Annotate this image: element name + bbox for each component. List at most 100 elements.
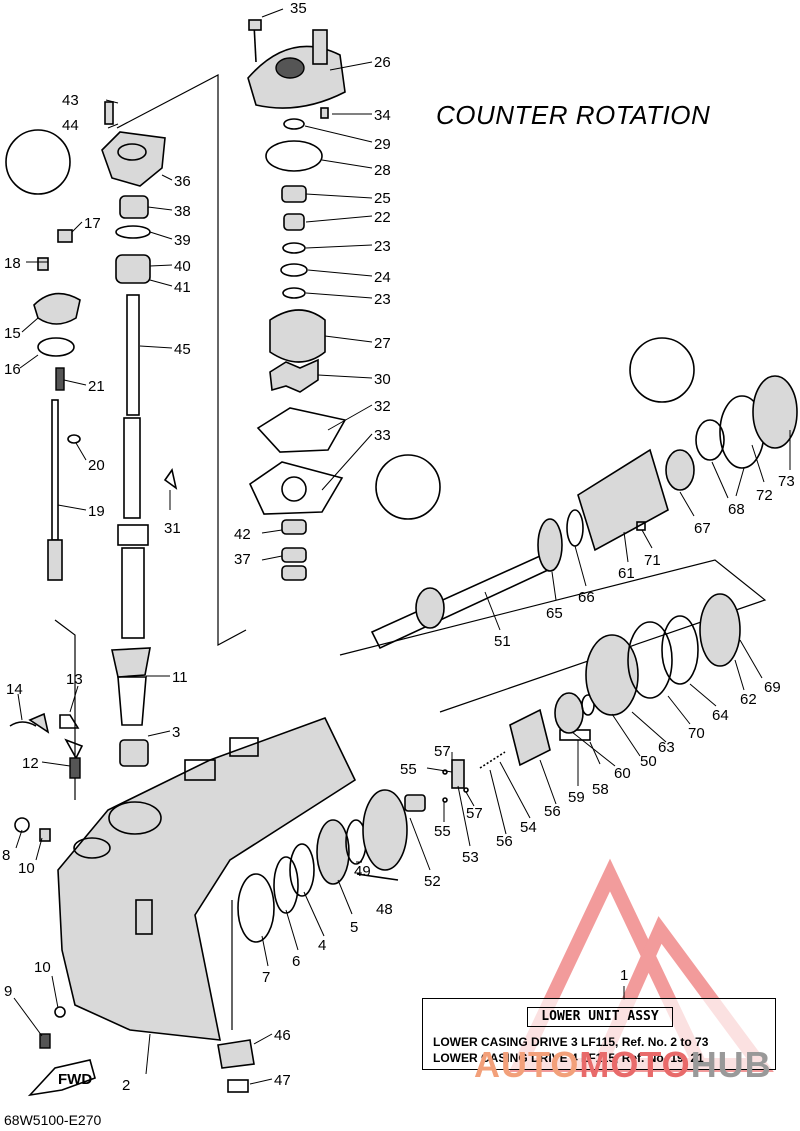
- callout-46: 46: [274, 1027, 291, 1044]
- callout-5: 5: [350, 919, 358, 936]
- callout-50: 50: [640, 753, 657, 770]
- drawing-code: 68W5100-E270: [4, 1112, 102, 1128]
- callout-41: 41: [174, 279, 191, 296]
- callout-12: 12: [22, 755, 39, 772]
- callout-10-second: 10: [34, 959, 51, 976]
- callout-numbers: 35 26 34 29 28 25 22 23 24 23 27 30 32 3…: [2, 0, 795, 1094]
- callout-3: 3: [172, 724, 180, 741]
- callout-71: 71: [644, 552, 661, 569]
- callout-11: 11: [172, 669, 188, 686]
- callout-53: 53: [462, 849, 479, 866]
- pinion-group: [217, 1039, 255, 1093]
- callout-40: 40: [174, 258, 191, 275]
- callout-37: 37: [234, 551, 251, 568]
- callout-22: 22: [374, 209, 391, 226]
- callout-26: 26: [374, 54, 391, 71]
- callout-33: 33: [374, 427, 391, 444]
- callout-32: 32: [374, 398, 391, 415]
- callout-23: 23: [374, 238, 391, 255]
- callout-56-second: 56: [544, 803, 561, 820]
- diagram-title: COUNTER ROTATION: [436, 100, 711, 130]
- callout-73: 73: [778, 473, 795, 490]
- callout-52: 52: [424, 873, 441, 890]
- drive-shaft-group: [101, 101, 178, 767]
- callout-55-second: 55: [434, 823, 451, 840]
- watermark-text: AUTOMOTOHUB: [474, 1044, 772, 1086]
- callout-38: 38: [174, 203, 191, 220]
- callout-66: 66: [578, 589, 595, 606]
- callout-16: 16: [4, 361, 21, 378]
- callout-13: 13: [66, 671, 83, 688]
- callout-56: 56: [496, 833, 513, 850]
- callout-9: 9: [4, 983, 12, 1000]
- callout-18: 18: [4, 255, 21, 272]
- callout-35: 35: [290, 0, 307, 17]
- callout-70: 70: [688, 725, 705, 742]
- callout-67: 67: [694, 520, 711, 537]
- callout-42: 42: [234, 526, 251, 543]
- callout-39: 39: [174, 232, 191, 249]
- watermark-part-2: MOTO: [579, 1044, 691, 1085]
- callout-64: 64: [712, 707, 729, 724]
- callout-20: 20: [88, 457, 105, 474]
- callout-7: 7: [262, 969, 270, 986]
- callout-49: 49: [354, 863, 371, 880]
- callout-48: 48: [376, 901, 393, 918]
- callout-44: 44: [62, 117, 79, 134]
- assembly-line-1: LOWER CASING DRIVE 3 LF115, Ref. No. 2 t…: [433, 1035, 709, 1049]
- reverse-gear-group: [554, 593, 741, 734]
- callout-19: 19: [88, 503, 105, 520]
- callout-21: 21: [88, 378, 105, 395]
- forward-gear-group: [237, 789, 408, 943]
- callout-57-second: 57: [466, 805, 483, 822]
- callout-27: 27: [374, 335, 391, 352]
- propeller-shaft-group: [370, 337, 798, 650]
- callout-36: 36: [174, 173, 191, 190]
- shift-rod-group: [5, 129, 81, 581]
- callout-55: 55: [400, 761, 417, 778]
- lower-casing: [57, 717, 357, 1041]
- callout-24: 24: [374, 269, 391, 286]
- callout-62: 62: [740, 691, 757, 708]
- callout-58: 58: [592, 781, 609, 798]
- watermark-part-3: HUB: [690, 1044, 772, 1085]
- callout-54: 54: [520, 819, 537, 836]
- callout-47: 47: [274, 1072, 291, 1089]
- callout-10: 10: [18, 860, 35, 877]
- assembly-info-box: LOWER UNIT ASSY LOWER CASING DRIVE 3 LF1…: [422, 998, 776, 1070]
- callout-17: 17: [84, 215, 101, 232]
- callout-45: 45: [174, 341, 191, 358]
- callout-61: 61: [618, 565, 635, 582]
- water-pump-group: [247, 19, 347, 581]
- callout-8: 8: [2, 847, 10, 864]
- leader-lines: [13, 8, 791, 1085]
- callout-69: 69: [764, 679, 781, 696]
- callout-14: 14: [6, 681, 23, 698]
- callout-29: 29: [374, 136, 391, 153]
- callout-51: 51: [494, 633, 511, 650]
- callout-4: 4: [318, 937, 326, 954]
- callout-57: 57: [434, 743, 451, 760]
- callout-23-second: 23: [374, 291, 391, 308]
- fwd-label: FWD: [58, 1071, 92, 1088]
- watermark-part-1: AUTO: [474, 1044, 580, 1085]
- callout-1: 1: [620, 967, 628, 984]
- callout-30: 30: [374, 371, 391, 388]
- callout-72: 72: [756, 487, 773, 504]
- callout-2: 2: [122, 1077, 130, 1094]
- clutch-group: [404, 708, 591, 812]
- callout-60: 60: [614, 765, 631, 782]
- fwd-arrow: FWD: [27, 1059, 96, 1097]
- left-hardware: [9, 712, 84, 1049]
- assembly-line-2: LOWER CASING DRIVE 4 LF115, Ref. No. 19,…: [433, 1051, 704, 1065]
- callout-63: 63: [658, 739, 675, 756]
- assembly-heading: LOWER UNIT ASSY: [527, 1007, 673, 1027]
- callout-31: 31: [164, 520, 181, 537]
- callout-6: 6: [292, 953, 300, 970]
- callout-25: 25: [374, 190, 391, 207]
- callout-68: 68: [728, 501, 745, 518]
- callout-15: 15: [4, 325, 21, 342]
- callout-28: 28: [374, 162, 391, 179]
- callout-65: 65: [546, 605, 563, 622]
